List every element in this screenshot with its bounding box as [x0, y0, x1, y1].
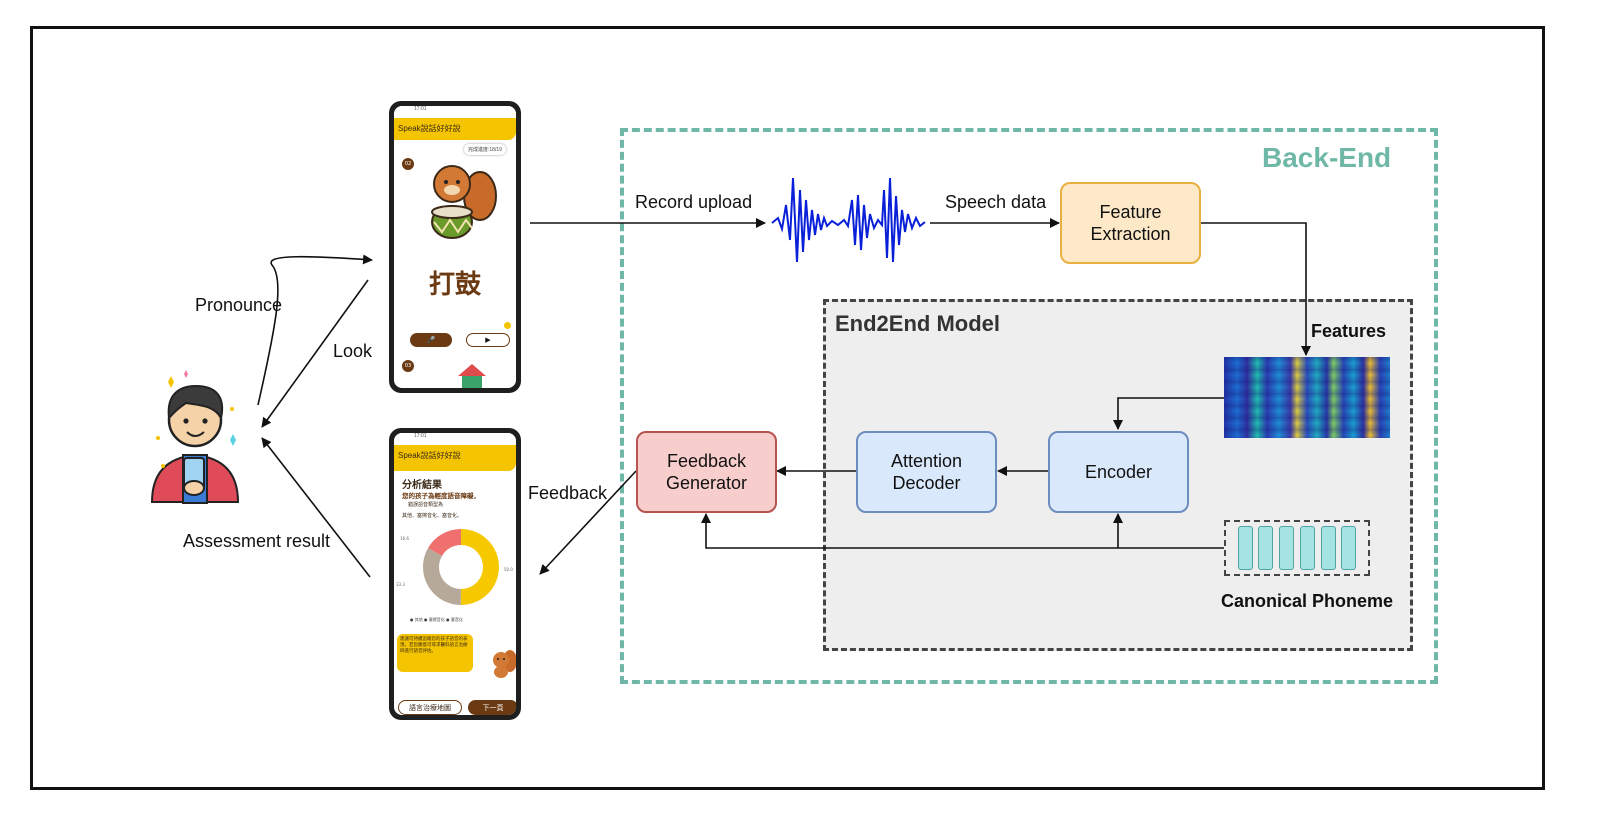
advice-bubble: 建議可持續追蹤您的孩子語音的表現，若您願意可尋求醫料語言治療師進行語音評估。 [397, 634, 473, 672]
record-upload-label: Record upload [635, 192, 753, 212]
item-number: 02 [402, 158, 414, 170]
result-line-2: 錯誤語音類型為 [408, 502, 444, 508]
therapy-map-button[interactable]: 語言治療地圖 [398, 700, 462, 715]
pie-slice [428, 529, 461, 556]
feedback-label: Feedback [528, 483, 608, 503]
pie-slice [460, 529, 500, 605]
pronounce-label: Pronounce [195, 295, 283, 315]
features-spectrogram [1224, 357, 1390, 438]
pie-label-right: 50.0 [504, 567, 513, 572]
assessment-result-label: Assessment result [183, 531, 331, 551]
result-heading: 分析結果 [402, 480, 442, 491]
feature-extraction-box: Feature Extraction [1060, 182, 1201, 264]
check-icon [504, 322, 511, 329]
phoneme-cell [1258, 526, 1274, 570]
phoneme-cell [1237, 526, 1253, 570]
status-bar: 17:01 [394, 433, 516, 443]
phoneme-to-generator-arrow [701, 513, 1224, 549]
phone-practice-screen: 17:01 Speak說話好好說 完成進度:18/19 02 打鼓 🎤 ▶ 03 [389, 101, 521, 393]
waveform-icon [771, 177, 926, 263]
squirrel-drum-icon [431, 165, 497, 239]
phoneme-cell [1320, 526, 1336, 570]
status-bar: 17:01 [394, 106, 516, 116]
backend-title: Back-End [1262, 142, 1392, 173]
features-to-encoder-arrow [1113, 397, 1224, 430]
backend-region [620, 128, 1438, 684]
app-title: Speak說話好好說 [394, 118, 516, 140]
pie-label-left-top: 16.6 [400, 536, 409, 541]
pronounce-arrow [257, 254, 373, 406]
attention-decoder-box: Attention Decoder [856, 431, 997, 513]
pie-legend: ● 其他 ● 塞擦音化 ● 塞音化 [410, 617, 463, 622]
practice-word: 打鼓 [428, 270, 481, 300]
pie-slice [423, 547, 461, 605]
look-arrow [261, 279, 369, 428]
next-item-number: 03 [402, 360, 414, 372]
end2end-model-title: End2End Model [835, 311, 1000, 336]
speech-data-label: Speech data [945, 192, 1047, 212]
record-button[interactable]: 🎤 [410, 333, 452, 347]
house-icon [458, 364, 486, 388]
squirrel-icon [493, 650, 516, 678]
feedback-arrow [539, 470, 637, 575]
result-line-3: 其他、塞擦音化、塞音化。 [402, 513, 463, 519]
canonical-phoneme-box [1224, 520, 1370, 576]
assessment-arrow [261, 437, 371, 578]
user-avatar-icon [150, 370, 240, 504]
app-title: Speak說話好好說 [394, 445, 516, 471]
features-arrow [1201, 222, 1311, 356]
encoder-box: Encoder [1048, 431, 1189, 513]
pie-label-left: 33.3 [396, 582, 405, 587]
canonical-phoneme-label: Canonical Phoneme [1221, 591, 1394, 611]
phoneme-cell [1279, 526, 1295, 570]
look-label: Look [333, 341, 373, 361]
phoneme-cell [1299, 526, 1315, 570]
result-line-1: 您的孩子為輕度語音障礙， [402, 492, 480, 500]
result-pie-chart [423, 529, 500, 605]
progress-badge: 完成進度:18/19 [464, 144, 506, 155]
feedback-generator-box: Feedback Generator [636, 431, 777, 513]
phoneme-cell [1341, 526, 1357, 570]
phone-result-screen: 17:01 Speak說話好好說 分析結果 您的孩子為輕度語音障礙， 錯誤語音類… [389, 428, 521, 720]
features-label: Features [1311, 321, 1387, 341]
next-page-button[interactable]: 下一頁 [468, 700, 516, 715]
play-button[interactable]: ▶ [466, 333, 510, 347]
outer-frame [30, 26, 1545, 790]
